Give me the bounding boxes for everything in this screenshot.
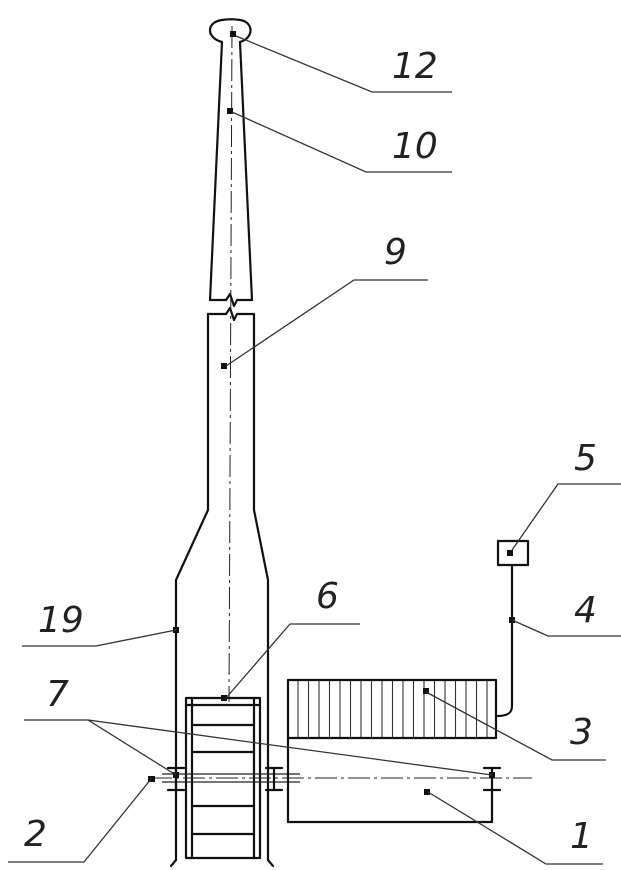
leader-2 <box>8 778 152 863</box>
tower-tip <box>208 18 252 44</box>
label-4: 4 <box>574 590 597 631</box>
tower-right-foot <box>266 858 275 868</box>
tower-lower-left-wall <box>174 312 210 862</box>
label-12: 12 <box>392 46 438 87</box>
leader-4 <box>511 619 621 637</box>
leader-19 <box>22 629 177 647</box>
tower-upper-left-wall <box>208 40 224 302</box>
tower <box>169 18 275 868</box>
housing-frame <box>286 736 494 824</box>
label-3: 3 <box>570 712 593 753</box>
tower-break-lower <box>206 306 256 322</box>
tower-lower-right-wall <box>252 312 270 862</box>
leader-1 <box>427 791 603 865</box>
leader-3 <box>425 691 606 761</box>
leader-7b <box>87 719 493 776</box>
label-9: 9 <box>384 232 407 273</box>
bearing-left <box>166 766 186 792</box>
label-1: 1 <box>570 816 593 857</box>
label-6: 6 <box>316 576 339 617</box>
hatched-block-frame <box>286 678 498 740</box>
control-cable <box>496 563 514 718</box>
tower-left-foot <box>169 858 178 868</box>
tower-break-upper <box>208 292 254 308</box>
leader-5 <box>511 483 621 551</box>
bearing-right <box>482 766 502 792</box>
label-19: 19 <box>38 600 84 641</box>
shaft <box>150 773 532 783</box>
hatched-block <box>286 678 498 740</box>
label-5: 5 <box>574 438 597 479</box>
hatched-block-lines <box>297 681 488 737</box>
bearing-middle <box>264 766 284 792</box>
label-2: 2 <box>24 814 47 855</box>
leader-9 <box>225 279 428 367</box>
leader-6 <box>225 623 360 699</box>
tower-center-axis <box>228 25 233 703</box>
label-10: 10 <box>392 126 438 167</box>
leader-12 <box>235 35 452 93</box>
label-7: 7 <box>46 674 69 715</box>
leader-lines <box>8 35 621 865</box>
reference-numbers: 12 10 9 5 19 6 4 7 3 2 1 <box>24 46 597 857</box>
leader-10 <box>231 111 452 173</box>
tower-upper-right-wall <box>238 40 254 302</box>
